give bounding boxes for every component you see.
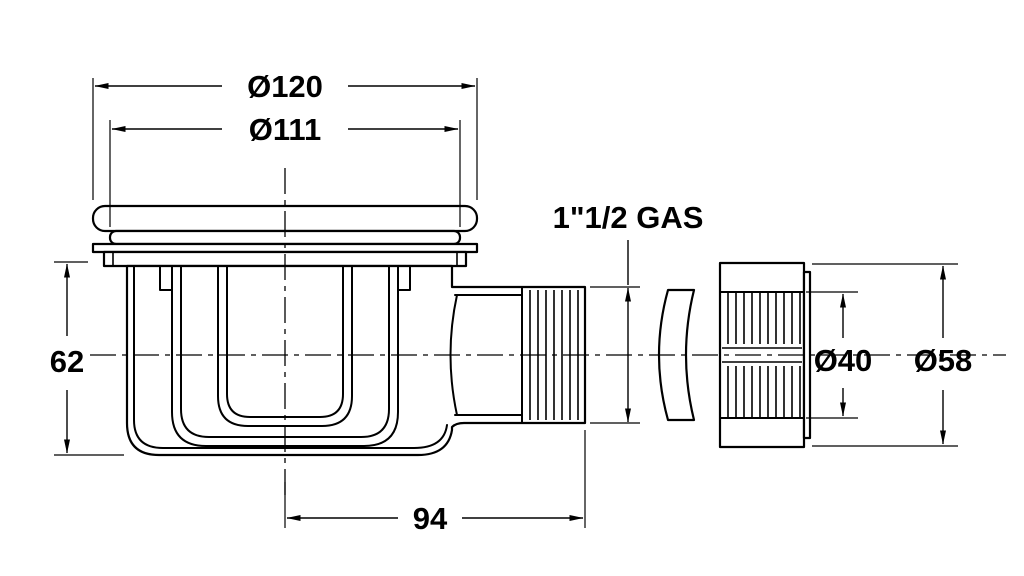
nut-flange — [802, 270, 812, 440]
gasket — [657, 288, 696, 422]
extension-lines — [92, 78, 478, 200]
body-inner-wall — [133, 265, 448, 449]
pipe-inner-walls — [454, 294, 523, 416]
centerlines — [90, 168, 1006, 497]
dimension-nut-outer-diameter: Ø58 — [812, 263, 973, 447]
flange-detail-lines — [112, 252, 458, 266]
extension-lines — [109, 120, 461, 227]
dim-label-d40: Ø40 — [814, 343, 873, 378]
dim-label-62: 62 — [50, 344, 84, 379]
nut-knurl-ribs-lower — [727, 366, 801, 418]
nut-knurl-ribs-upper — [727, 292, 801, 344]
extension-lines — [54, 261, 124, 456]
dim-label-gas: 1"1/2 GAS — [553, 200, 704, 235]
dimension-top-inner-diameter: Ø111 — [109, 112, 461, 227]
extension-lines — [590, 286, 640, 424]
dimension-body-height: 62 — [50, 261, 124, 456]
dimension-outlet-length: 94 — [284, 430, 586, 536]
body-shell — [125, 264, 587, 457]
dimension-thread-spec: 1"1/2 GAS — [553, 200, 704, 424]
gasket-outline — [657, 288, 696, 422]
dim-label-d111: Ø111 — [249, 112, 321, 147]
dim-label-d58: Ø58 — [914, 343, 973, 378]
nut-bore-lines — [722, 347, 802, 363]
dimension-nut-bore-diameter: Ø40 — [806, 291, 873, 419]
dim-label-d120: Ø120 — [247, 69, 323, 104]
extension-lines — [806, 291, 858, 419]
nut-band-lines — [719, 291, 805, 419]
dimension-top-outer-diameter: Ø120 — [92, 69, 478, 200]
extension-lines — [812, 263, 958, 447]
dim-label-94: 94 — [413, 501, 448, 536]
drain-trap-body — [91, 204, 587, 457]
